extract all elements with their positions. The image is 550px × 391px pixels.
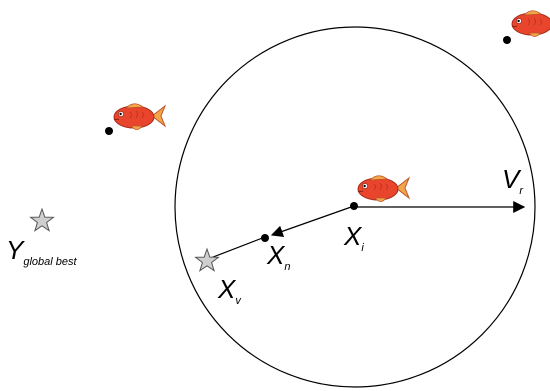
label-vr: Vr (502, 164, 524, 197)
label-y-global-best: Yglobal best (6, 235, 77, 268)
label-xn: Xn (266, 240, 290, 273)
point-fish-topright (503, 36, 511, 44)
fish-icon-left (114, 104, 165, 130)
fish-icon-center (358, 176, 409, 202)
star-icon-xv (196, 249, 219, 271)
point-xi (350, 202, 358, 210)
label-xi: Xi (343, 221, 364, 254)
xn-to-xv-line (208, 237, 265, 259)
star-icon-global-best (31, 209, 54, 231)
label-xv: Xv (217, 274, 242, 307)
fish-icon-topright (512, 11, 550, 37)
xi-to-xn-arrow (272, 206, 354, 235)
point-fish-left (105, 127, 113, 135)
